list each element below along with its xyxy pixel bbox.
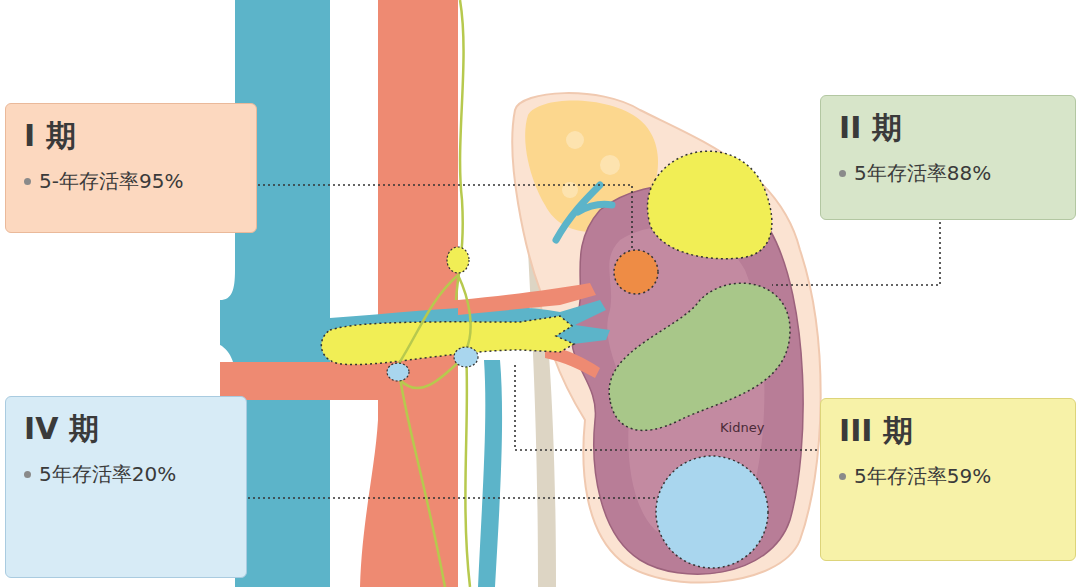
nerves — [398, 0, 471, 587]
stage-heading: I 期 — [24, 118, 240, 154]
survival-rate: 5-年存活率95% — [39, 168, 183, 194]
survival-rate: 5年存活率88% — [854, 160, 991, 186]
organ-label: Kidney — [720, 420, 764, 435]
renal-artery — [458, 283, 596, 315]
stage-box: III 期 5年存活率59% — [820, 398, 1076, 561]
stage-box: I 期 5-年存活率95% — [5, 103, 257, 233]
survival-rate: 5年存活率59% — [854, 463, 991, 489]
stage-i-tumour — [614, 250, 658, 294]
bullet-dot — [24, 471, 31, 478]
survival-rate: 5年存活率20% — [39, 461, 176, 487]
survival-line: 5年存活率20% — [24, 461, 230, 487]
stage-ii-tumour — [648, 151, 772, 259]
stage-iii-tumour — [609, 283, 790, 430]
stage-iv-tumour — [656, 456, 768, 568]
stage-heading: III 期 — [839, 413, 1059, 449]
bullet-dot — [24, 178, 31, 185]
stage-heading: IV 期 — [24, 411, 230, 447]
stage-box: II 期 5年存活率88% — [820, 95, 1076, 220]
bullet-dot — [839, 473, 846, 480]
survival-line: 5年存活率59% — [839, 463, 1059, 489]
bullet-dot — [839, 170, 846, 177]
gonadal-vein — [478, 360, 502, 587]
artery-branch — [220, 362, 390, 400]
survival-line: 5年存活率88% — [839, 160, 1059, 186]
aorta — [360, 0, 458, 587]
lymph-node — [447, 247, 469, 273]
lymph-node — [454, 347, 478, 367]
stage-heading: II 期 — [839, 110, 1059, 146]
stage-box: IV 期 5年存活率20% — [5, 396, 247, 578]
venous-thrombus — [321, 316, 574, 365]
survival-line: 5-年存活率95% — [24, 168, 240, 194]
lymph-node — [387, 363, 409, 381]
